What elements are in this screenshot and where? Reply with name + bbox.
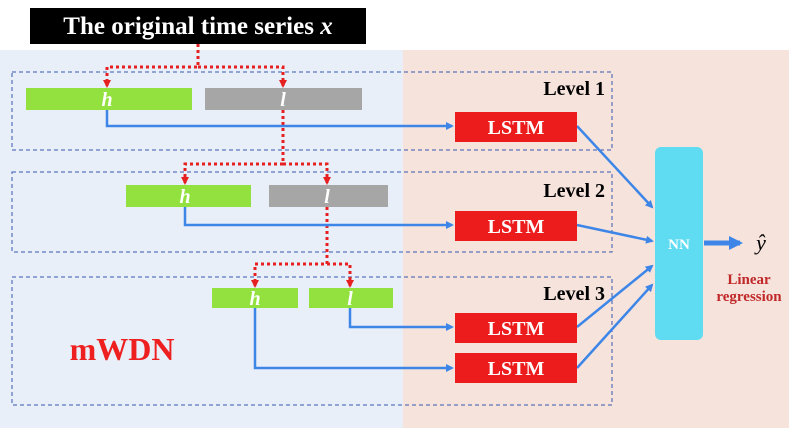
level-3-h-block xyxy=(212,288,298,308)
level-3-lstm-box-h xyxy=(455,353,577,383)
level-3-l-label: l xyxy=(347,288,353,310)
title-text: The original time series x xyxy=(63,13,332,40)
level-1-lstm-label: LSTM xyxy=(488,117,545,139)
level-3-lstm-label-h: LSTM xyxy=(488,358,545,380)
level-3-l-block xyxy=(309,288,393,308)
level-1-lstm-box xyxy=(455,112,577,142)
split-lines xyxy=(103,44,354,288)
level-1-l-block xyxy=(205,88,362,110)
level-1-box xyxy=(11,71,613,151)
level-1-h-label: h xyxy=(101,89,112,111)
linear-regression-line2: regression xyxy=(716,289,782,305)
level-3-label: Level 3 xyxy=(543,283,605,305)
level-3-lstm-label-l: LSTM xyxy=(488,318,545,340)
level-2-l-label: l xyxy=(324,186,330,208)
model-name: mWDN xyxy=(70,331,175,367)
level-2-lstm-label: LSTM xyxy=(488,216,545,238)
level-1-l-label: l xyxy=(280,89,286,111)
flow-arrows xyxy=(105,110,654,372)
level-2-h-label: h xyxy=(179,186,190,208)
level-2-box xyxy=(11,171,613,253)
nn-label: NN xyxy=(668,237,690,253)
level-2-l-block xyxy=(269,185,388,207)
level-1-label: Level 1 xyxy=(543,78,605,100)
level-1-h-block xyxy=(26,88,192,110)
linear-regression-line1: Linear xyxy=(727,272,771,288)
level-2-label: Level 2 xyxy=(543,180,605,202)
left-background xyxy=(0,50,403,428)
level-2-lstm-box xyxy=(455,211,577,241)
output-yhat: ŷ xyxy=(754,230,766,255)
title-box xyxy=(30,8,366,44)
level-3-h-label: h xyxy=(249,288,260,310)
nn-block xyxy=(655,147,703,340)
level-2-h-block xyxy=(126,185,251,207)
level-3-lstm-box-l xyxy=(455,313,577,343)
